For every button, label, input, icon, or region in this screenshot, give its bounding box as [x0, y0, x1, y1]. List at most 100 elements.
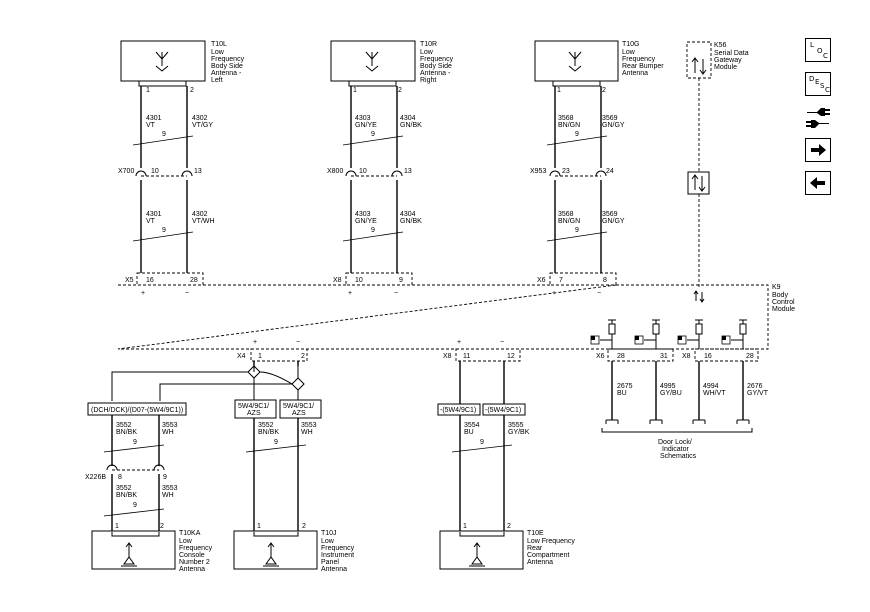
svg-text:1: 1	[146, 87, 150, 94]
t10ka-wiring: 3552 BN/BK 3553 WH 9 X226B 8 9 3552 BN/B…	[85, 415, 178, 532]
svg-text:X6: X6	[596, 353, 605, 360]
svg-text:9: 9	[162, 227, 166, 234]
svg-text:Control: Control	[772, 299, 795, 306]
arrow-right-icon	[811, 144, 826, 156]
svg-text:5W4/9C1/: 5W4/9C1/	[238, 403, 269, 410]
bidirectional-arrow-icon	[691, 57, 707, 75]
svg-text:2: 2	[507, 523, 511, 530]
svg-text:+: +	[348, 290, 352, 297]
svg-text:10: 10	[355, 277, 363, 284]
svg-text:Panel: Panel	[321, 559, 339, 566]
svg-text:T10R: T10R	[420, 41, 437, 48]
svg-text:Frequency: Frequency	[622, 56, 656, 63]
connector-icon[interactable]	[803, 104, 833, 132]
svg-text:X5: X5	[125, 277, 134, 284]
svg-text:Right: Right	[420, 77, 436, 84]
svg-text:16: 16	[146, 277, 154, 284]
svg-text:4994: 4994	[703, 383, 719, 390]
svg-text:BN/GN: BN/GN	[558, 218, 580, 225]
svg-text:Antenna -: Antenna -	[211, 70, 242, 77]
svg-text:1: 1	[353, 87, 357, 94]
location-button[interactable]: L O C	[805, 38, 831, 62]
t10l-ref: T10L	[211, 41, 227, 48]
svg-text:4301: 4301	[146, 211, 162, 218]
svg-text:−: −	[597, 290, 601, 297]
svg-text:3568: 3568	[558, 211, 574, 218]
svg-text:9: 9	[163, 474, 167, 481]
svg-text:Body Side: Body Side	[420, 63, 452, 70]
svg-text:GN/GY: GN/GY	[602, 218, 625, 225]
t10r-antenna: T10R Low Frequency Body Side Antenna - R…	[330, 40, 454, 94]
svg-text:GN/BK: GN/BK	[400, 122, 422, 129]
t10l-antenna: T10L Low Frequency Body Side Antenna - L…	[120, 40, 245, 94]
svg-text:GY/BK: GY/BK	[508, 429, 530, 436]
svg-text:3569: 3569	[602, 115, 618, 122]
svg-text:Low: Low	[211, 49, 225, 56]
bcm-bottom-connectors: + − X4 1 2 + − X8 11 12 X6 28 31 X8 16 2…	[237, 339, 759, 362]
svg-text:8: 8	[603, 277, 607, 284]
svg-text:11: 11	[463, 353, 470, 360]
svg-text:BN/BK: BN/BK	[116, 492, 137, 499]
svg-text:−: −	[394, 290, 398, 297]
svg-text:3552: 3552	[116, 422, 132, 429]
antenna-icon	[155, 51, 169, 72]
svg-text:WH/VT: WH/VT	[703, 390, 726, 397]
svg-text:2: 2	[398, 87, 402, 94]
svg-text:Schematics: Schematics	[660, 453, 697, 460]
svg-text:Rear Bumper: Rear Bumper	[622, 63, 664, 70]
svg-text:GY/BU: GY/BU	[660, 390, 682, 397]
svg-text:BU: BU	[617, 390, 627, 397]
svg-text:-(5W4/9C1): -(5W4/9C1)	[485, 407, 521, 414]
svg-text:9: 9	[133, 502, 137, 509]
svg-text:13: 13	[404, 168, 412, 175]
svg-text:13: 13	[194, 168, 202, 175]
svg-text:T10KA: T10KA	[179, 530, 201, 537]
svg-text:9: 9	[575, 131, 579, 138]
svg-text:−: −	[296, 339, 300, 346]
svg-text:28: 28	[746, 353, 754, 360]
description-button[interactable]: D E S C	[805, 72, 831, 96]
svg-text:4995: 4995	[660, 383, 676, 390]
svg-text:Module: Module	[714, 64, 737, 71]
svg-text:Low Frequency: Low Frequency	[527, 538, 575, 545]
svg-text:K56: K56	[714, 42, 727, 49]
svg-text:Low: Low	[179, 538, 193, 545]
svg-text:Antenna -: Antenna -	[420, 70, 451, 77]
svg-text:2: 2	[301, 353, 305, 360]
option-boxes: (DCH/DCK)/(D07-(5W4/9C1)) 5W4/9C1/ AZS 5…	[87, 399, 526, 419]
svg-text:Gateway: Gateway	[714, 57, 742, 64]
previous-page-button[interactable]	[805, 171, 831, 195]
svg-text:9: 9	[162, 131, 166, 138]
svg-text:(DCH/DCK)/(D07-(5W4/9C1)): (DCH/DCK)/(D07-(5W4/9C1))	[91, 407, 183, 414]
svg-text:GN/YE: GN/YE	[355, 122, 377, 129]
next-page-button[interactable]	[805, 138, 831, 162]
door-lock-drivers	[590, 319, 747, 349]
antenna-icon	[568, 51, 582, 72]
svg-text:GY/VT: GY/VT	[747, 390, 769, 397]
svg-text:X6: X6	[537, 277, 546, 284]
svg-text:X8: X8	[333, 277, 342, 284]
t10j-wiring: 3552 BN/BK 3553 WH 9	[245, 418, 317, 532]
svg-text:12: 12	[507, 353, 515, 360]
svg-text:9: 9	[371, 131, 375, 138]
svg-text:9: 9	[133, 439, 137, 446]
svg-text:X700: X700	[118, 168, 134, 175]
t10j-antenna: 1 2 T10J Low Frequency Instrument Panel …	[233, 523, 355, 573]
svg-text:1: 1	[257, 523, 261, 530]
svg-text:4303: 4303	[355, 115, 371, 122]
svg-text:X4: X4	[237, 353, 246, 360]
svg-text:9: 9	[575, 227, 579, 234]
svg-text:GN/YE: GN/YE	[355, 218, 377, 225]
svg-text:Indicator: Indicator	[662, 446, 690, 453]
svg-text:4303: 4303	[355, 211, 371, 218]
door-lock-wiring: 2675 BU 4995 GY/BU 4994 WH/VT 2676 GY/VT…	[601, 361, 769, 460]
svg-text:+: +	[253, 339, 257, 346]
svg-text:1: 1	[557, 87, 561, 94]
svg-text:Low: Low	[321, 538, 335, 545]
svg-text:Frequency: Frequency	[179, 545, 213, 552]
svg-text:2: 2	[302, 523, 306, 530]
svg-text:+: +	[457, 339, 461, 346]
svg-text:9: 9	[480, 439, 484, 446]
k56-module: K56 Serial Data Gateway Module	[686, 41, 749, 79]
